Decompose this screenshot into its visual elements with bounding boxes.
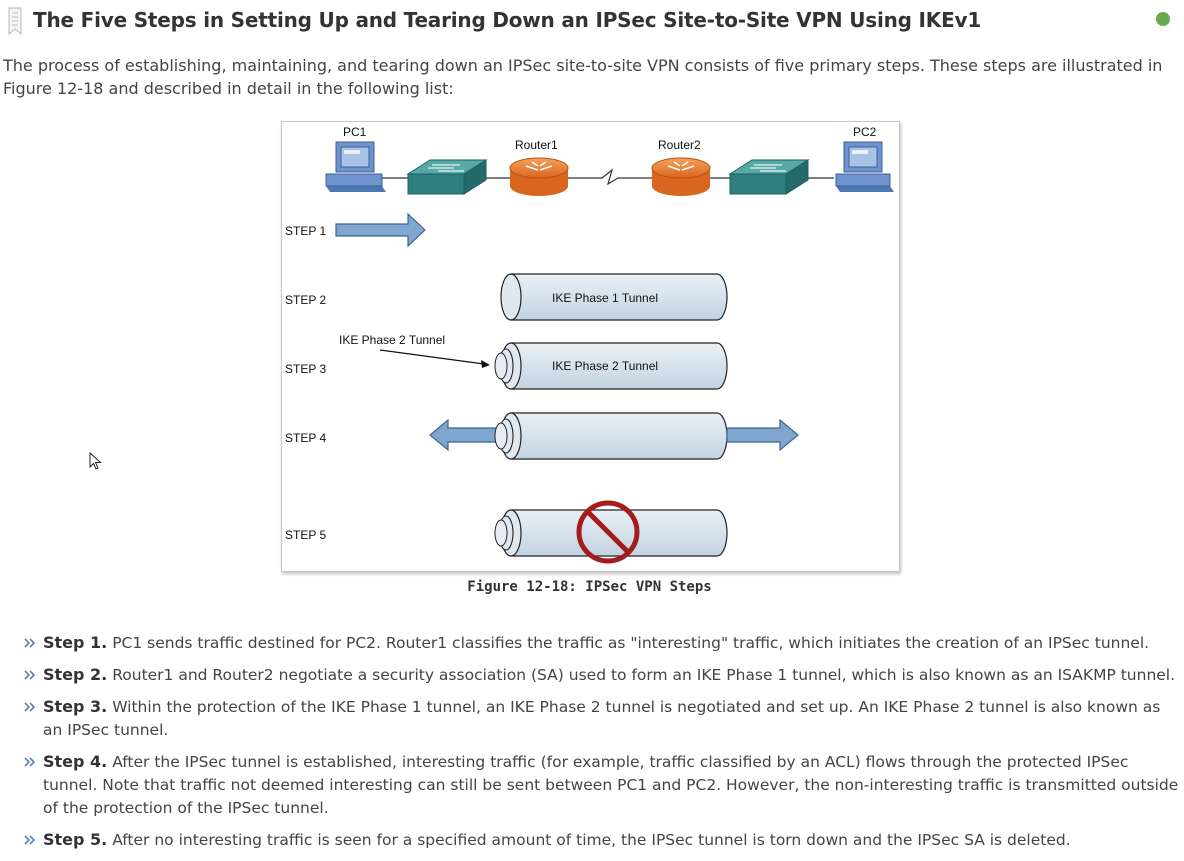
step-bullet-icon [24,835,36,845]
intro-paragraph: The process of establishing, maintaining… [3,56,1163,98]
ike-phase-2-tunnel-label: IKE Phase 2 Tunnel [552,359,658,373]
step-1-arrow [335,212,426,248]
switch-1-icon [406,159,488,195]
vpn-steps-figure: PC1 Router1 Router2 PC2 [281,121,900,572]
bookmark-icon[interactable] [8,7,22,35]
step-bullet-icon [24,702,36,712]
pc1-label: PC1 [343,125,367,139]
pc1-icon [325,141,386,192]
pc2-label: PC2 [853,125,877,139]
step-bullet-icon [24,670,36,680]
status-dot [1156,12,1170,26]
router2-label: Router2 [658,138,701,152]
step-text: PC1 sends traffic destined for PC2. Rout… [107,634,1150,652]
traffic-arrow-left [429,418,502,452]
list-item: Step 4. After the IPSec tunnel is establ… [22,750,1182,820]
switch-2-icon [728,159,810,195]
step-2-label: STEP 2 [285,293,326,307]
figure-caption: Figure 12-18: IPSec VPN Steps [467,579,712,595]
torn-down-tunnel [494,500,728,564]
mouse-cursor-icon [89,452,102,470]
step-5-label: STEP 5 [285,528,326,542]
router1-icon [509,157,569,196]
ike-phase-2-tunnel: IKE Phase 2 Tunnel [494,342,728,390]
step-bullet-icon [24,638,36,648]
ike-phase-1-tunnel: IKE Phase 1 Tunnel [500,273,728,321]
step-text: Within the protection of the IKE Phase 1… [43,698,1161,739]
step-label: Step 2. [43,665,108,684]
ike-phase-2-callout-label: IKE Phase 2 Tunnel [339,333,445,347]
list-item: Step 1. PC1 sends traffic destined for P… [22,631,1182,655]
step-3-label: STEP 3 [285,362,326,376]
step-bullet-icon [24,757,36,767]
traffic-arrow-right [726,418,799,452]
ipsec-tunnel-with-traffic [429,412,799,460]
step-text: After the IPSec tunnel is established, i… [43,753,1179,817]
step-text: Router1 and Router2 negotiate a security… [107,666,1176,684]
ike-phase-1-tunnel-label: IKE Phase 1 Tunnel [552,291,658,305]
step-label: Step 4. [43,752,108,771]
step-label: Step 5. [43,830,108,849]
steps-list: Step 1. PC1 sends traffic destined for P… [22,631,1182,860]
step-4-label: STEP 4 [285,431,326,445]
step-label: Step 1. [43,633,108,652]
list-item: Step 2. Router1 and Router2 negotiate a … [22,663,1182,687]
pc2-icon [835,141,894,192]
vpn-steps-diagram: PC1 Router1 Router2 PC2 [285,125,894,564]
list-item: Step 5. After no interesting traffic is … [22,828,1182,852]
step-text: After no interesting traffic is seen for… [107,831,1071,849]
router1-label: Router1 [515,138,558,152]
router2-icon [651,157,711,196]
step-label: Step 3. [43,697,108,716]
prohibited-icon [576,500,640,564]
page-title: The Five Steps in Setting Up and Tearing… [33,8,982,32]
list-item: Step 3. Within the protection of the IKE… [22,695,1182,742]
step-1-label: STEP 1 [285,224,326,238]
